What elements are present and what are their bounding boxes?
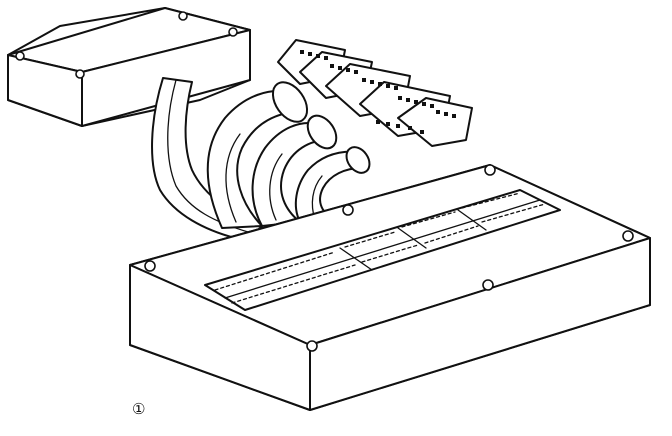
small-box-screw-1 <box>178 11 188 21</box>
small-box-screw-4 <box>75 69 85 79</box>
cable-bundle <box>206 81 371 229</box>
callout-number: ① <box>132 400 145 418</box>
small-junction-box <box>7 7 251 127</box>
connector-cluster <box>277 39 473 147</box>
large-box-screw-2 <box>342 204 354 216</box>
small-box-screw-3 <box>15 51 25 61</box>
connector-pins <box>300 50 456 134</box>
small-box-screw-2 <box>228 27 238 37</box>
terminal-label-panel <box>204 189 561 311</box>
large-box-screw-6 <box>306 340 318 352</box>
large-box-screw-3 <box>484 164 496 176</box>
large-box-screw-4 <box>622 230 634 242</box>
large-box-screw-1 <box>144 260 156 272</box>
large-junction-box <box>129 164 651 411</box>
large-box-screw-5 <box>482 279 494 291</box>
